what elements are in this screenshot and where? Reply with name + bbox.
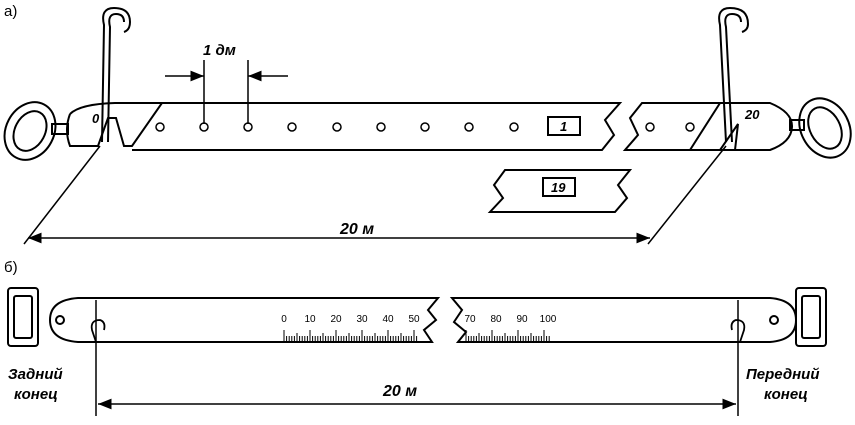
plate-1-number: 1 xyxy=(560,119,567,134)
tape-a-left-end xyxy=(66,102,164,147)
tape-b-right-handle xyxy=(769,287,827,347)
tape-a-length-dimension xyxy=(23,145,727,245)
scale-label: 80 xyxy=(490,314,502,325)
decimeter-dimension xyxy=(165,60,288,124)
tape-a-left-pin xyxy=(101,6,132,143)
scale-label: 40 xyxy=(382,314,394,325)
scale-label: 100 xyxy=(540,314,557,325)
front-end-label-line1: Передний xyxy=(746,366,819,383)
panel-a-label: а) xyxy=(4,3,17,20)
plate-19-fragment xyxy=(487,169,633,213)
scale-label: 70 xyxy=(464,314,476,325)
start-mark-zero: 0 xyxy=(92,111,100,126)
tape-a-body xyxy=(132,102,623,151)
tape-a-left-handle xyxy=(3,101,69,161)
tape-b-scale-labels: 0 10 20 30 40 50 70 80 90 100 xyxy=(281,314,557,325)
scale-label: 30 xyxy=(356,314,368,325)
decimeter-label: 1 дм xyxy=(203,42,236,59)
tape-b-left-handle xyxy=(7,287,65,347)
plate-1-frame xyxy=(547,116,581,136)
front-end-label-line2: конец xyxy=(764,386,808,403)
tape-a-right-pin xyxy=(718,6,750,143)
scale-label: 10 xyxy=(304,314,316,325)
panel-b-label: б) xyxy=(4,259,18,276)
scale-label: 50 xyxy=(408,314,420,325)
tape-a-body-right xyxy=(622,102,722,151)
rear-end-label-line1: Задний xyxy=(8,366,63,383)
scale-label: 0 xyxy=(281,314,287,325)
plate-19-number: 19 xyxy=(551,180,566,195)
tape-a xyxy=(3,6,852,213)
tape-b-right-part xyxy=(449,297,798,343)
tape-a-right-handle xyxy=(789,97,852,159)
tape-b-length-dimension xyxy=(95,300,739,416)
tape-a-holes xyxy=(155,122,695,132)
scale-label: 20 xyxy=(330,314,342,325)
tape-a-length-label: 20 м xyxy=(339,221,374,238)
tape-b-left-part xyxy=(48,297,441,343)
tape-a-right-end xyxy=(690,102,794,151)
plate-19-frame xyxy=(542,177,576,197)
tape-b-scale-ticks xyxy=(283,330,550,343)
end-mark-twenty: 20 xyxy=(744,107,760,122)
tape-b-length-label: 20 м xyxy=(382,383,417,400)
rear-end-label-line2: конец xyxy=(14,386,58,403)
scale-label: 90 xyxy=(516,314,528,325)
